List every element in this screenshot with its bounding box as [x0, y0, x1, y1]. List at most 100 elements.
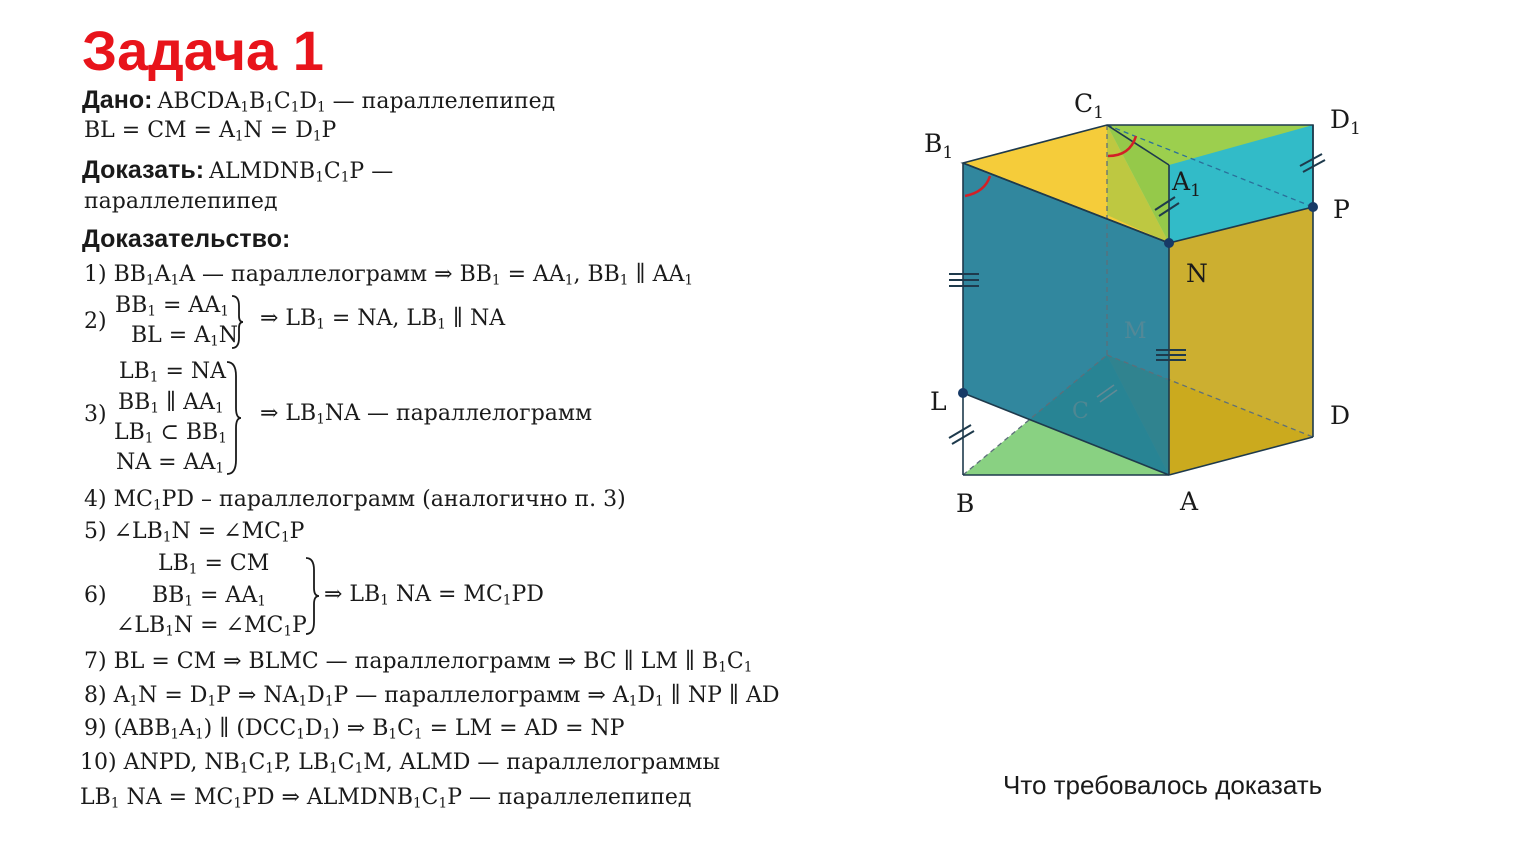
qed-text: Что требовалось доказать [1003, 770, 1323, 800]
proof-step-10: 10) ANPD, NB1C1P, LB1C1M, ALMD — паралле… [80, 750, 721, 777]
subscript-index: 1 [234, 128, 244, 145]
proof-step-6-cond-b: BB1 = AA1 [152, 583, 266, 610]
subscript-index: 1 [491, 272, 501, 289]
label-b: B [956, 489, 974, 518]
proof-step-6-cond-a: LB1 = CM [158, 551, 270, 578]
proof-conclusion-line: LB1 NA = MC1PD ⇒ ALMDNB1C1P — параллелеп… [80, 785, 692, 812]
given-block: Дано: ABCDA1B1C1D1 — параллелепипед [82, 86, 555, 115]
subscript-index: 1 [413, 795, 422, 812]
subscript-index: 1 [162, 529, 172, 546]
subscript-index: 1 [317, 99, 326, 116]
subscript-index: 1 [283, 623, 293, 640]
label-n: N [1186, 259, 1208, 288]
label-l: L [930, 387, 947, 416]
subscript-index: 1 [324, 693, 334, 710]
label-p: P [1333, 195, 1350, 224]
point-P [1308, 202, 1318, 212]
subscript-index: 1 [684, 272, 694, 289]
subscript-index: 1 [316, 411, 325, 428]
subscript-index: 1 [280, 529, 290, 546]
subscript-index: 1 [233, 795, 243, 812]
subscript-index: 1 [207, 693, 217, 710]
proof-step-4: 4) MC1PD – параллелограмм (аналогично п.… [84, 487, 626, 514]
proof-step-9: 9) (ABB1A1) ∥ (DCC1D1) ⇒ B1C1 = LM = AD … [84, 716, 625, 743]
proof-step-8: 8) A1N = D1P ⇒ NA1D1P — параллелограмм ⇒… [84, 683, 780, 710]
proof-step-2-cond-b: BL = A1N [131, 323, 239, 350]
prove-block: Доказать: ALMDNB1C1P — [82, 156, 393, 185]
subscript-index: 1 [340, 169, 350, 186]
subscript-index: 1 [743, 659, 753, 676]
parallelepiped-figure: C1 D1 B1 A1 P N L D B A M C [924, 89, 1361, 518]
proof-step-2-brace [231, 295, 244, 349]
subscript-index: 1 [188, 561, 198, 578]
subscript-index: 1 [214, 400, 224, 417]
proof-step-3-brace [226, 361, 242, 475]
subscript-index: 1 [628, 693, 638, 710]
subscript-index: 1 [184, 593, 194, 610]
subscript-index: 1 [147, 303, 157, 320]
label-a: A [1179, 487, 1199, 516]
subscript-index: 1 [438, 795, 448, 812]
proof-label: Доказательство: [82, 225, 291, 253]
subscript-index: 1 [316, 316, 325, 333]
left-face-overlay [1107, 125, 1169, 243]
subscript-index: 1 [265, 99, 274, 116]
proof-step-2-cond-a: BB1 = AA1 [115, 293, 229, 320]
top-face-cyan [1169, 125, 1313, 243]
label-c-hidden: C [1072, 399, 1089, 424]
subscript-index: 1 [619, 272, 629, 289]
label-b1: B1 [924, 129, 953, 163]
subscript-index: 1 [220, 303, 229, 320]
prove-line-1: ALMDNB1C1P — [209, 159, 394, 186]
proof-step-3-cond-d: NA = AA1 [116, 450, 225, 477]
subscript-index: 1 [312, 128, 322, 145]
subscript-index: 1 [265, 760, 274, 777]
label-a1: A1 [1171, 167, 1201, 201]
subscript-index: 1 [718, 659, 727, 676]
proof-step-1: 1) BB1A1A — параллелограмм ⇒ BB1 = AA1, … [84, 262, 694, 289]
proof-step-2-result: ⇒ LB1 = NA, LB1 ∥ NA [260, 306, 506, 333]
subscript-index: 1 [298, 693, 308, 710]
proof-step-6-cond-c: ∠LB1N = ∠MC1P [116, 613, 307, 640]
prove-label: Доказать: [82, 156, 205, 184]
subscript-index: 1 [110, 795, 120, 812]
subscript-index: 1 [165, 623, 174, 640]
subscript-index: 1 [152, 497, 162, 514]
subscript-index: 1 [564, 272, 574, 289]
subscript-index: 1 [129, 693, 139, 710]
subscript-index: 1 [655, 693, 664, 710]
prove-line-2: параллелепипед [84, 189, 278, 214]
subscript-index: 1 [257, 593, 266, 610]
label-m-hidden: M [1124, 319, 1147, 344]
proof-step-3-cond-a: LB1 = NA [119, 359, 227, 386]
left-face [963, 163, 1169, 475]
subscript-index: 1 [380, 592, 389, 609]
subscript-index: 1 [210, 333, 219, 350]
proof-step-6-brace [305, 557, 320, 635]
right-face [1169, 207, 1313, 475]
page-title: Задача 1 [82, 19, 324, 82]
label-d: D [1330, 401, 1350, 430]
subscript-index: 1 [322, 726, 332, 743]
subscript-index: 1 [388, 726, 398, 743]
subscript-index: 1 [144, 430, 154, 447]
proof-step-6-result: ⇒ LB1 NA = MC1PD [324, 582, 544, 609]
proof-step-3-cond-c: LB1 ⊂ BB1 [114, 420, 227, 447]
angle-arc-c1 [1107, 135, 1138, 158]
proof-step-7: 7) BL = CM ⇒ BLMC — параллелограмм ⇒ BC … [84, 649, 753, 676]
subscript-index: 1 [145, 272, 155, 289]
subscript-index: 1 [240, 99, 250, 116]
subscript-index: 1 [239, 760, 249, 777]
subscript-index: 1 [413, 726, 423, 743]
subscript-index: 1 [354, 760, 364, 777]
subscript-index: 1 [218, 430, 227, 447]
proof-step-5: 5) ∠LB1N = ∠MC1P [84, 519, 305, 546]
proof-step-2-number: 2) [84, 309, 107, 334]
given-label: Дано: [82, 86, 153, 114]
given-line-2: BL = CM = A1N = D1P [84, 118, 337, 145]
subscript-index: 1 [290, 99, 300, 116]
subscript-index: 1 [315, 169, 324, 186]
point-N [1164, 238, 1174, 248]
given-line-1: ABCDA1B1C1D1 — параллелепипед [157, 89, 556, 116]
angle-arc-b1 [964, 175, 992, 198]
